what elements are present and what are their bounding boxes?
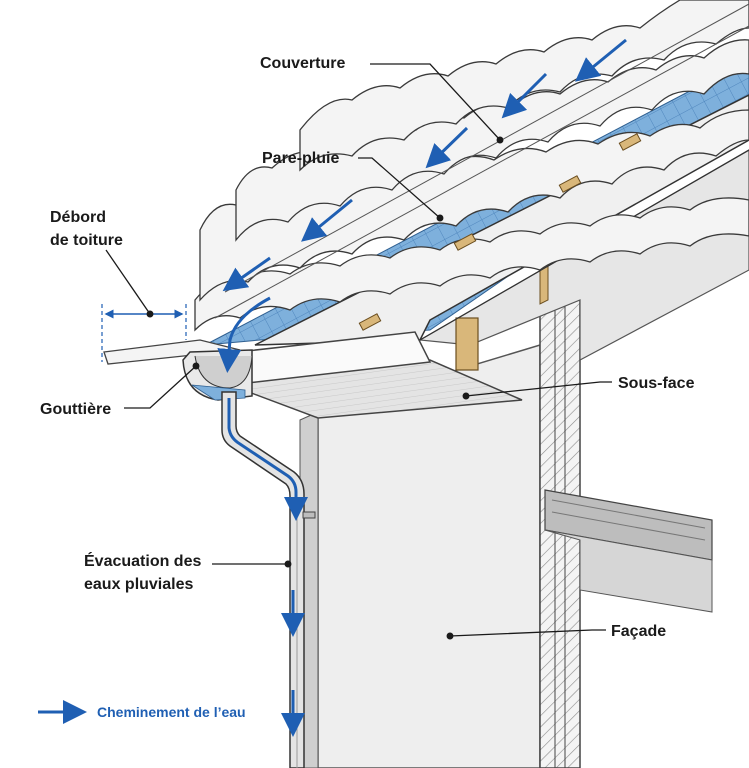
label-debord-line1: Débord: [50, 209, 106, 226]
label-evacuation-line1: Évacuation des: [84, 551, 201, 570]
legend: Cheminement de l’eau: [38, 700, 246, 724]
water-arrow: [425, 126, 469, 169]
leader-couverture: [370, 63, 501, 141]
water-arrow: [227, 398, 308, 521]
label-couverture: Couverture: [260, 55, 345, 72]
label-sous-face: Sous-face: [618, 375, 695, 392]
label-evacuation-line2: eaux pluviales: [84, 576, 193, 593]
water-path-arrows: [217, 38, 627, 737]
label-gouttiere: Gouttière: [40, 401, 111, 418]
labels: Couverture Pare-pluie Débord de toiture …: [40, 55, 695, 640]
water-arrow: [222, 256, 271, 292]
floor-beam: [544, 489, 713, 613]
battens: [358, 133, 642, 331]
leader-lines: [105, 63, 612, 640]
legend-water-path-label: Cheminement de l’eau: [97, 704, 246, 720]
leader-facade: [449, 629, 606, 637]
soffit: [229, 331, 523, 419]
leader-sous-face: [465, 381, 612, 397]
gutter: [182, 349, 253, 401]
leader-debord: [105, 249, 151, 315]
water-arrow: [217, 296, 271, 373]
water-arrow: [501, 72, 548, 119]
label-debord-line2: de toiture: [50, 232, 123, 249]
label-facade: Façade: [611, 623, 666, 640]
overhang-dimension: [101, 304, 187, 362]
water-arrow: [575, 38, 627, 82]
leader-pare-pluie: [358, 157, 441, 219]
label-pare-pluie: Pare-pluie: [262, 150, 339, 167]
water-arrow: [301, 198, 353, 242]
roof-tiles: [194, 0, 749, 332]
leader-gouttiere: [124, 365, 197, 409]
